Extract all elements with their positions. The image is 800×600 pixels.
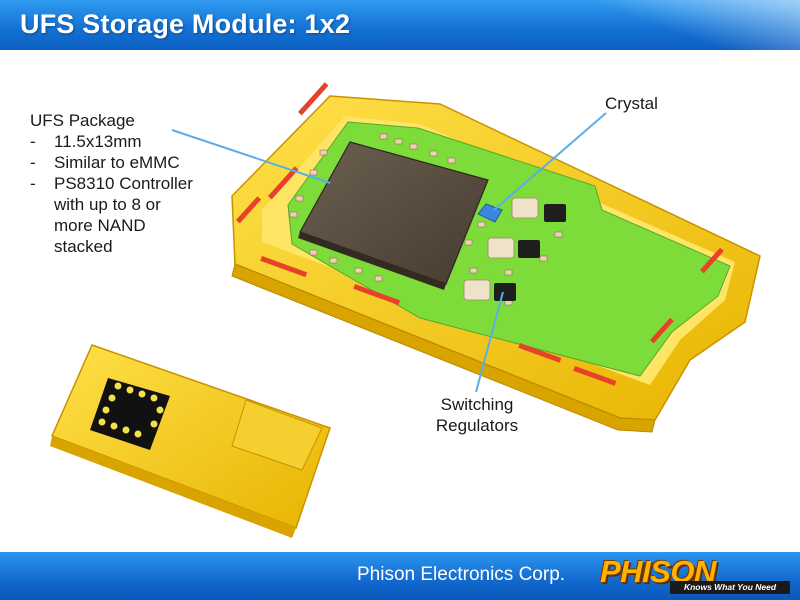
passive-components xyxy=(289,133,563,306)
package-leader-line xyxy=(171,129,331,184)
footer-company-name: Phison Electronics Corp. xyxy=(357,564,566,585)
small-module-panel xyxy=(231,399,323,471)
large-module xyxy=(231,82,761,433)
regulators-label-line1: Switching xyxy=(440,395,514,414)
page-title: UFS Storage Module: 1x2 xyxy=(20,9,351,39)
crystal-leader-line xyxy=(493,112,607,211)
package-callout-heading: UFS Package xyxy=(30,111,135,130)
logo-tagline: Knows What You Need xyxy=(670,581,790,594)
ufs-package xyxy=(299,141,489,285)
bullet-dash: - xyxy=(30,132,36,151)
regulators-leader-line xyxy=(475,291,504,393)
package-bullet-emmc: Similar to eMMC xyxy=(54,153,180,172)
switching-regulators xyxy=(463,197,566,301)
module-frame-side xyxy=(231,263,656,433)
package-callout: UFS Package - 11.5x13mm - Similar to eMM… xyxy=(30,110,204,257)
ufs-package-edge xyxy=(298,232,446,290)
package-bullet: - PS8310 Controller with up to 8 or more… xyxy=(30,173,204,257)
package-bullet: - 11.5x13mm xyxy=(30,131,204,152)
regulators-label-line2: Regulators xyxy=(435,416,519,435)
footer-bar: Phison Electronics Corp. PHISON Knows Wh… xyxy=(0,552,800,600)
regulators-label: Switching Regulators xyxy=(432,394,522,436)
bga-contacts xyxy=(98,382,164,438)
bullet-dash: - xyxy=(30,174,36,193)
title-bar: UFS Storage Module: 1x2 xyxy=(0,0,800,50)
package-bullet-size: 11.5x13mm xyxy=(54,132,142,151)
crystal-label: Crystal xyxy=(605,94,658,113)
package-bullet: - Similar to eMMC xyxy=(30,152,204,173)
frame-contacts xyxy=(236,82,724,386)
small-module-side xyxy=(50,436,296,538)
title-swoosh xyxy=(580,0,800,50)
package-bullet-controller: PS8310 Controller with up to 8 or more N… xyxy=(54,174,193,256)
bullet-dash: - xyxy=(30,153,36,172)
phison-logo: PHISON Knows What You Need xyxy=(598,554,794,596)
small-module xyxy=(50,344,331,538)
leader-lines xyxy=(171,112,607,393)
